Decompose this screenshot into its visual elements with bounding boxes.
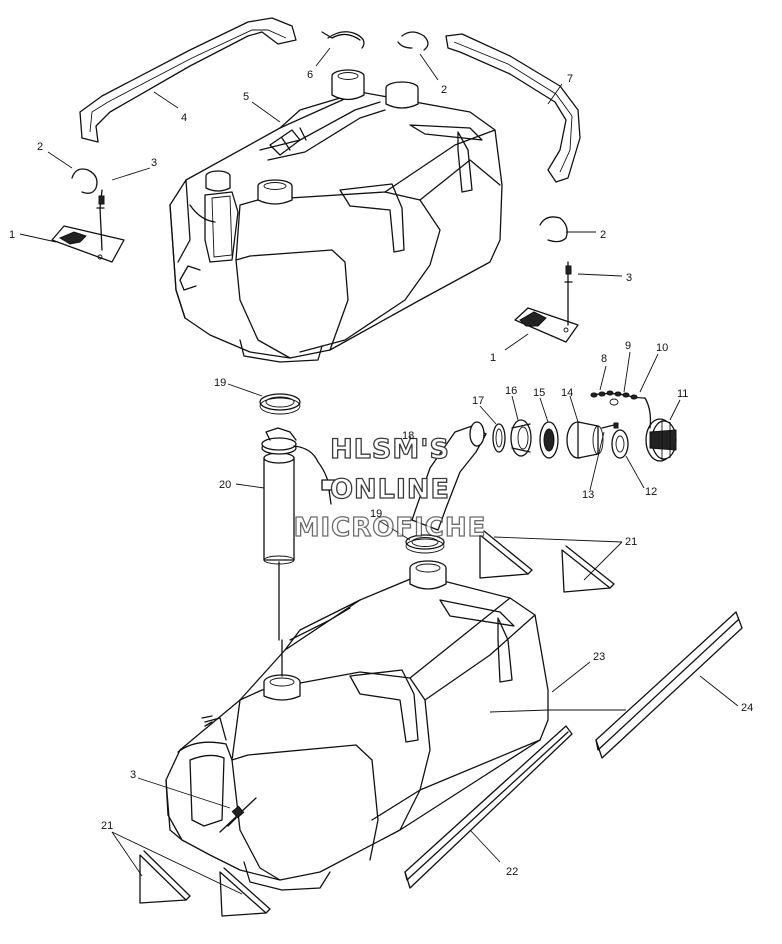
callout-5: 5 — [243, 91, 249, 103]
upper-fuel-tank — [169, 69, 503, 363]
callout-2-top: 2 — [441, 84, 447, 96]
callout-13: 13 — [582, 489, 594, 501]
gasket-19-upper — [259, 393, 301, 415]
clip-2-right — [539, 216, 568, 243]
callout-17: 17 — [472, 395, 484, 407]
clip-2-left — [71, 168, 98, 194]
callout-labels: 1 1 2 2 2 3 3 3 4 5 6 7 8 9 10 11 12 13 … — [9, 69, 753, 878]
bracket-1-left — [51, 225, 125, 263]
callout-18: 18 — [402, 430, 414, 442]
callout-11: 11 — [677, 388, 688, 400]
neck-14 — [566, 421, 604, 459]
strap-7 — [445, 33, 581, 183]
callout-3-lower: 3 — [130, 769, 136, 781]
tether-chain-8-9-10 — [590, 390, 652, 429]
callout-19-upper: 19 — [214, 377, 226, 389]
flange-16 — [510, 419, 532, 457]
bracket-1-right — [514, 307, 579, 343]
callout-8: 8 — [601, 353, 607, 365]
watermark-line-1: HLSM'S — [330, 434, 450, 465]
gasket-19-lower — [405, 534, 445, 554]
callout-9: 9 — [625, 340, 631, 352]
callout-16: 16 — [505, 385, 517, 397]
watermark-line-2: ONLINE — [330, 474, 450, 505]
washer-12 — [611, 429, 629, 459]
watermark-line-3: MICROFICHE — [294, 513, 487, 543]
lower-fuel-tank — [165, 560, 549, 891]
strap-4 — [79, 17, 297, 143]
fuel-cap-11 — [645, 418, 677, 462]
callout-6: 6 — [307, 69, 313, 81]
watermark: HLSM'S ONLINE MICROFICHE — [293, 433, 487, 543]
callout-2-right: 2 — [600, 229, 606, 241]
screw-3-left — [96, 189, 105, 251]
callout-2-left: 2 — [37, 141, 43, 153]
callout-21-left: 21 — [101, 820, 113, 832]
clip-6 — [321, 31, 365, 49]
callout-20: 20 — [219, 479, 231, 491]
pad-21-a — [479, 530, 533, 579]
callout-10: 10 — [656, 342, 668, 354]
callout-1-left: 1 — [9, 229, 15, 241]
callout-1-right: 1 — [490, 352, 496, 364]
callout-12: 12 — [645, 486, 657, 498]
callout-4: 4 — [181, 112, 187, 124]
callout-3-right: 3 — [626, 272, 632, 284]
rivet-13 — [601, 422, 619, 429]
callout-14: 14 — [561, 387, 573, 399]
callout-3-left: 3 — [151, 157, 157, 169]
pad-21-c — [139, 850, 191, 904]
filler-hose-18 — [411, 421, 487, 531]
strip-24 — [595, 611, 743, 759]
callout-21-right: 21 — [625, 536, 637, 548]
callout-19-lower: 19 — [370, 508, 382, 520]
callout-7: 7 — [567, 73, 573, 85]
screw-3-lower — [219, 797, 257, 833]
screw-3-right — [564, 261, 573, 326]
clip-2-top — [397, 31, 429, 51]
callout-15: 15 — [533, 387, 545, 399]
pad-21-d — [219, 867, 271, 917]
leader-lines — [19, 47, 739, 895]
gasket-15 — [539, 421, 559, 459]
pad-21-b — [561, 545, 615, 593]
clamp-17 — [492, 423, 506, 453]
callout-24: 24 — [741, 702, 753, 714]
callout-22: 22 — [506, 866, 518, 878]
callout-23: 23 — [593, 651, 605, 663]
fuel-sending-unit-20 — [261, 427, 337, 641]
